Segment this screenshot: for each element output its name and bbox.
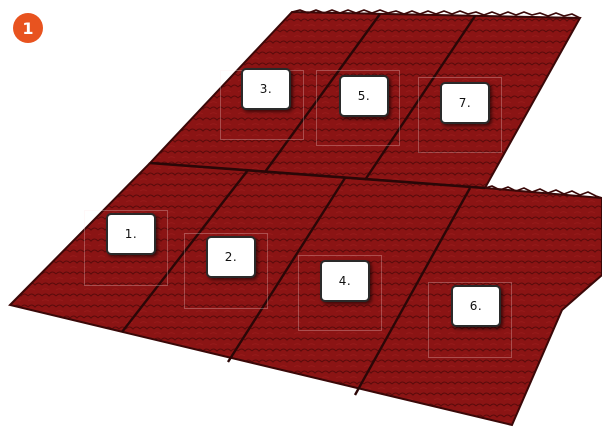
panel-label-2[interactable]: 2. [206,236,256,278]
panel-label-6[interactable]: 6. [451,285,501,327]
panel-label-5[interactable]: 5. [339,75,389,117]
step-badge: 1 [13,13,43,43]
panel-label-7[interactable]: 7. [440,82,490,124]
panel-label-3[interactable]: 3. [241,68,291,110]
panel-label-4[interactable]: 4. [320,260,370,302]
panel-label-1[interactable]: 1. [106,213,156,255]
